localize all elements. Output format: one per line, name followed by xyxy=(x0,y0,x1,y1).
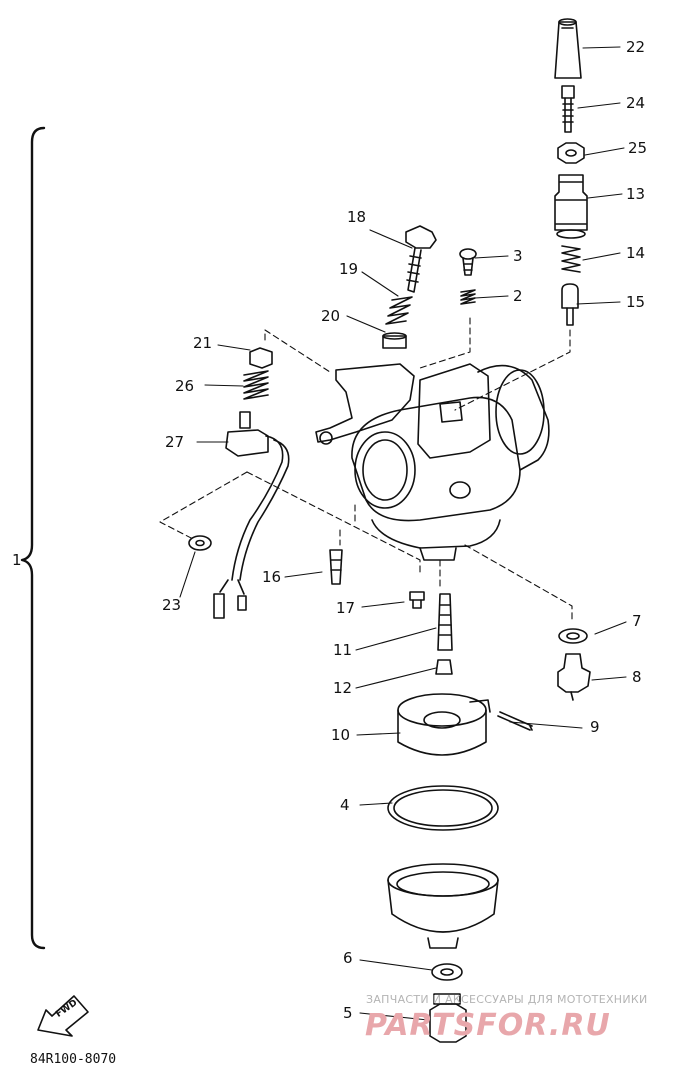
label-part-19: 19 xyxy=(339,260,359,278)
label-part-11: 11 xyxy=(333,641,353,659)
label-part-9: 9 xyxy=(590,718,600,736)
label-part-12: 12 xyxy=(333,679,353,697)
part-12-main-jet xyxy=(435,659,453,675)
part-20-washer xyxy=(382,332,407,349)
part-8-valve xyxy=(557,653,591,701)
label-part-16: 16 xyxy=(262,568,282,586)
part-26-spring xyxy=(243,370,269,400)
part-14-spring xyxy=(561,245,581,273)
label-part-15: 15 xyxy=(626,293,646,311)
label-part-10: 10 xyxy=(331,726,351,744)
label-part-8: 8 xyxy=(632,668,642,686)
label-part-21: 21 xyxy=(193,334,213,352)
part-21-cap xyxy=(249,347,273,369)
label-part-5: 5 xyxy=(343,1004,353,1022)
float-bowl xyxy=(387,863,499,949)
part-2-spring xyxy=(460,289,476,305)
label-part-20: 20 xyxy=(321,307,341,325)
label-part-22: 22 xyxy=(626,38,646,56)
part-15-throttle-valve xyxy=(561,283,579,326)
front-direction-arrow xyxy=(37,995,89,1037)
label-part-25: 25 xyxy=(628,139,648,157)
label-part-26: 26 xyxy=(175,377,195,395)
carburetor-body xyxy=(315,363,550,561)
part-24-adjuster xyxy=(561,85,575,133)
part-25-nut xyxy=(557,142,585,164)
part-7-washer xyxy=(558,628,588,644)
label-part-24: 24 xyxy=(626,94,646,112)
label-part-3: 3 xyxy=(513,247,523,265)
part-11-needle-jet xyxy=(437,593,453,651)
part-4-gasket xyxy=(387,785,499,831)
leader-lines xyxy=(179,46,627,1021)
label-part-1: 1 xyxy=(12,551,22,569)
label-part-17: 17 xyxy=(336,599,356,617)
part-5-drain-plug xyxy=(429,993,467,1043)
assembly-dashed-lines xyxy=(159,317,573,623)
part-3-pilot-screw xyxy=(459,248,477,276)
part-22-cable-cap xyxy=(554,18,582,79)
label-part-4: 4 xyxy=(340,796,350,814)
label-part-13: 13 xyxy=(626,185,646,203)
label-part-23: 23 xyxy=(162,596,182,614)
part-23-washer xyxy=(188,535,212,551)
label-part-2: 2 xyxy=(513,287,523,305)
watermark-tagline: ЗАПЧАСТИ И АКСЕССУАРЫ ДЛЯ МОТОТЕХНИКИ xyxy=(366,993,648,1006)
diagram-code: 84R100-8070 xyxy=(30,1052,117,1067)
label-part-7: 7 xyxy=(632,612,642,630)
part-19-spring xyxy=(385,296,413,325)
part-10-float xyxy=(397,693,491,756)
part-13-mixing-chamber-top xyxy=(554,174,588,239)
assembly-bracket xyxy=(20,126,46,950)
part-16-jet xyxy=(329,549,343,585)
part-18-throttle-stop-screw xyxy=(405,225,437,293)
part-17-screw xyxy=(409,591,425,609)
watermark-brand: PARTSFOR.RU xyxy=(365,1008,611,1043)
label-part-27: 27 xyxy=(165,433,185,451)
label-part-6: 6 xyxy=(343,949,353,967)
part-9-float-pin xyxy=(497,711,533,731)
label-part-18: 18 xyxy=(347,208,367,226)
label-part-14: 14 xyxy=(626,244,646,262)
part-6-washer xyxy=(431,963,463,981)
part-27-starter-plunger xyxy=(213,411,290,619)
